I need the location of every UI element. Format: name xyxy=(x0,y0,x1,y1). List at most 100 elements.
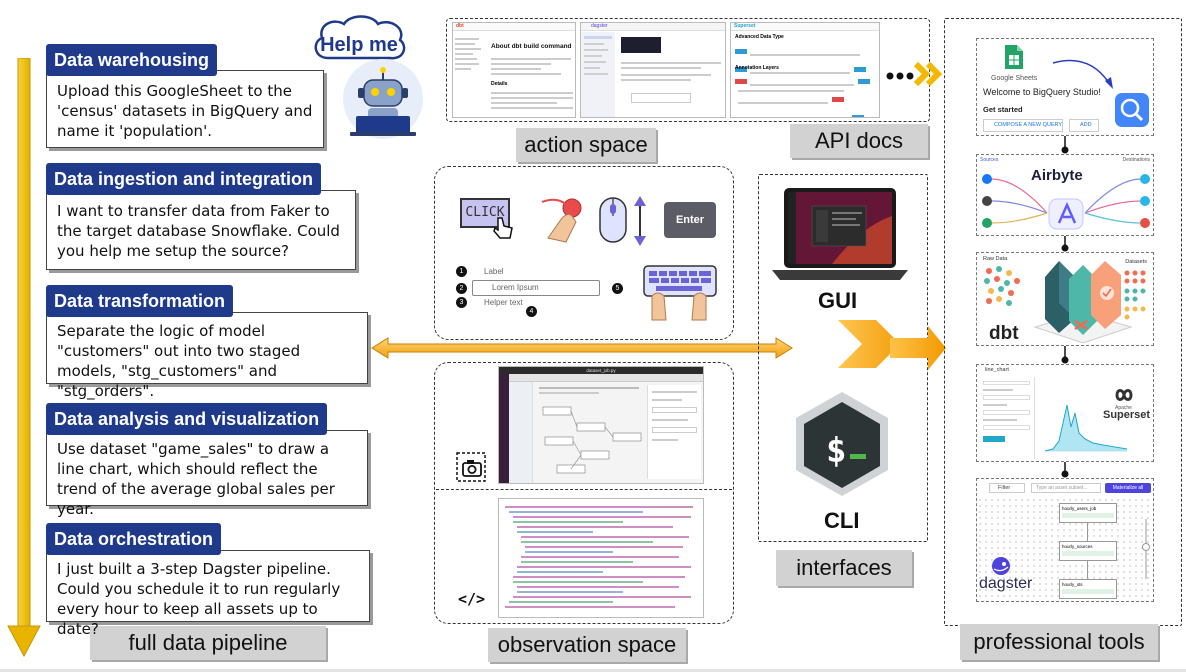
task-title: Data transformation xyxy=(46,285,234,317)
observation-screenshot-title: dataset_job.py xyxy=(499,367,703,374)
label-professional-tools: professional tools xyxy=(960,624,1158,660)
speech-bubble-icon xyxy=(314,15,406,60)
superset-area-chart xyxy=(1044,404,1128,452)
superset-chart-name: line_chart xyxy=(985,367,1009,373)
marker-3: 3 xyxy=(456,297,467,308)
superset-apache-label: Apache xyxy=(1115,405,1132,411)
mouse-scroll-icon xyxy=(599,196,646,246)
bigquery-welcome: Welcome to BigQuery Studio! xyxy=(983,87,1101,97)
hand-cursor-icon xyxy=(493,217,513,239)
asset-name: hourly_sts xyxy=(1062,582,1083,587)
label-full-data-pipeline: full data pipeline xyxy=(90,626,326,660)
task-description: Separate the logic of model "customers" … xyxy=(46,312,368,400)
asset-name: hourly_sources xyxy=(1062,544,1093,549)
dagster-materialize-button[interactable]: Materialize all xyxy=(1105,483,1151,493)
label-action-space: action space xyxy=(516,128,656,162)
label-api-docs: API docs xyxy=(790,124,928,158)
dagster-logo-icon xyxy=(992,557,1010,575)
task-title: Data warehousing xyxy=(46,44,218,76)
tool-link-arrow-1 xyxy=(1061,136,1069,154)
dagster-asset-node: hourly_users_job xyxy=(1059,503,1117,523)
airbyte-label: Airbyte xyxy=(1031,167,1083,184)
asset-name: hourly_users_job xyxy=(1062,506,1097,511)
form-input-placeholder: Lorem Ipsum xyxy=(492,283,539,292)
observation-space-frame xyxy=(434,362,734,624)
airbyte-sources-label: Sources xyxy=(980,157,999,163)
dagster-label: dagster xyxy=(979,575,1033,592)
svg-text:$: $ xyxy=(826,431,846,471)
task-title: Data ingestion and integration xyxy=(46,163,322,195)
superset-logo-icon xyxy=(1115,389,1133,401)
keyboard-typing-icon xyxy=(643,265,717,321)
form-field-example: 1 Label 2 Lorem Ipsum 3 Helper text 4 5 xyxy=(456,266,628,318)
form-label: Label xyxy=(484,267,504,276)
dagster-asset-node: hourly_sts xyxy=(1059,579,1117,599)
google-sheets-label: Google Sheets xyxy=(991,75,1038,82)
task-title: Data analysis and visualization xyxy=(46,403,328,435)
screenshot-camera-icon xyxy=(456,452,486,482)
tool-link-arrow-3 xyxy=(1061,346,1069,364)
tool-link-arrow-4 xyxy=(1061,462,1069,478)
task-description: I just built a 3-step Dagster pipeline. … xyxy=(46,550,370,638)
enter-key-icon: Enter xyxy=(664,202,716,238)
compose-query-button[interactable]: COMPOSE A NEW QUERY xyxy=(983,119,1063,132)
sheet-to-bigquery-arrow xyxy=(1052,59,1113,89)
google-sheets-icon xyxy=(1005,45,1023,69)
dagster-tool-card: Filter Type an asset subset... Materiali… xyxy=(976,478,1154,602)
task-title: Data orchestration xyxy=(46,523,222,555)
dbt-tool-card: Raw Data Datasets xyxy=(976,252,1154,346)
airbyte-flow-diagram xyxy=(982,174,1150,230)
dbt-datasets-label: Datasets xyxy=(1125,259,1147,265)
bigquery-get-started: Get started xyxy=(983,105,1023,114)
dbt-raw-data-label: Raw Data xyxy=(983,256,1008,262)
raw-data-dots-icon xyxy=(984,266,1020,306)
marker-4: 4 xyxy=(526,306,537,317)
bigquery-icon xyxy=(1115,93,1149,127)
help-me-text: Help me xyxy=(320,34,398,56)
xml-tree-lines xyxy=(505,506,693,608)
superset-docs-heading: Advanced Data Type xyxy=(735,34,784,40)
label-observation-space: observation space xyxy=(488,628,686,662)
superset-docs-logo: Superset xyxy=(731,23,879,31)
observation-gui-screenshot: dataset_job.py xyxy=(498,366,704,484)
action-space-frame xyxy=(434,166,734,340)
marker-5: 5 xyxy=(612,283,623,294)
bidirectional-arrow xyxy=(371,337,793,359)
label-interfaces: interfaces xyxy=(776,550,912,586)
dagster-asset-node: hourly_sources xyxy=(1059,541,1117,561)
pipeline-down-arrow xyxy=(7,58,41,658)
dbt-docs-section: Details xyxy=(491,81,508,87)
robot-assistant-icon xyxy=(343,59,423,139)
laptop-ubuntu-icon xyxy=(772,188,908,280)
superset-tool-card: line_chart Apache Superset xyxy=(976,364,1154,462)
cli-label: CLI xyxy=(824,508,860,533)
gui-label: GUI xyxy=(818,288,858,313)
superset-label: Superset xyxy=(1103,409,1151,421)
form-helper-text: Helper text xyxy=(484,298,523,307)
tool-link-arrow-2 xyxy=(1061,236,1069,252)
dagster-docs-logo: dagster xyxy=(581,23,725,31)
dbt-docs-screenshot: dbt About dbt build command Details xyxy=(452,22,576,118)
dagster-docs-screenshot: dagster xyxy=(580,22,726,118)
task-description: Upload this GoogleSheet to the 'census' … xyxy=(46,70,324,148)
superset-docs-screenshot: Superset Advanced Data Type Annotation L… xyxy=(730,22,880,118)
task-description: I want to transfer data from Faker to th… xyxy=(46,190,356,270)
bigquery-add-button[interactable]: ADD xyxy=(1069,119,1099,132)
dbt-label: dbt xyxy=(989,323,1019,344)
bigquery-tool-card: Google Sheets Welcome to BigQuery Studio… xyxy=(976,38,1154,136)
airbyte-tool-card: Sources Destinations Airbyte xyxy=(976,154,1154,236)
orange-right-arrow xyxy=(838,320,946,370)
airbyte-destinations-label: Destinations xyxy=(1122,157,1150,163)
task-description: Use dataset "game_sales" to draw a line … xyxy=(46,430,368,518)
dagster-filter-button[interactable]: Filter xyxy=(989,483,1025,493)
observation-accessibility-tree xyxy=(498,498,704,618)
ellipsis-chevrons-icon xyxy=(886,61,943,87)
dagster-search-input[interactable]: Type an asset subset... xyxy=(1031,483,1101,493)
dbt-transform-cubes-icon xyxy=(1033,261,1133,344)
dbt-docs-title: About dbt build command xyxy=(491,43,572,50)
datasets-dots-icon xyxy=(1124,270,1146,320)
zoom-slider-handle[interactable] xyxy=(1142,543,1150,551)
code-icon: </> xyxy=(458,590,486,608)
marker-2: 2 xyxy=(456,283,467,294)
